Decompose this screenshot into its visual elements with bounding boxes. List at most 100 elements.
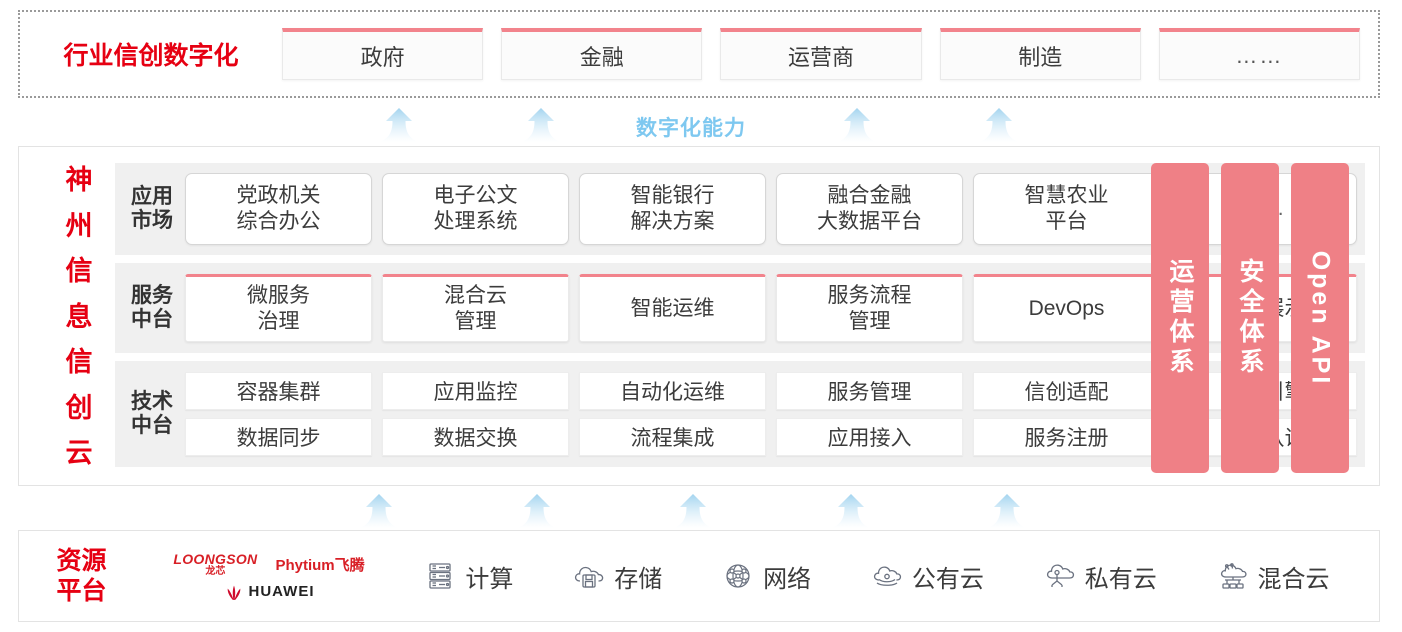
app-box-edoc-system[interactable]: 电子公文 处理系统 xyxy=(382,173,569,245)
tech-box-container-cluster[interactable]: 容器集群 xyxy=(185,372,372,410)
industry-box-more[interactable]: …… xyxy=(1158,28,1361,80)
svc-box-line2: 治理 xyxy=(257,310,300,333)
svc-box-line1: 智能运维 xyxy=(630,297,715,321)
cloud-title-char: 信 xyxy=(65,347,93,377)
huawei-flower-icon xyxy=(224,584,244,600)
vendor-logo-row-1: LOONGSON 龙芯 Phytium飞腾 xyxy=(173,552,364,577)
up-arrow-icon xyxy=(516,494,558,528)
app-box-line2: 处理系统 xyxy=(433,210,518,233)
resource-item-label: 存储 xyxy=(614,565,663,593)
industry-box-list: 政府 金融 运营商 制造 …… xyxy=(282,28,1378,80)
industry-box-manufacturing[interactable]: 制造 xyxy=(939,28,1141,80)
cloud-title-char: 信 xyxy=(65,256,93,286)
industry-band-title: 行业信创数字化 xyxy=(63,42,239,70)
resource-item-compute[interactable]: 计算 xyxy=(423,559,513,594)
loongson-logo: LOONGSON 龙芯 xyxy=(173,552,257,577)
svc-box-intelligent-ops[interactable]: 智能运维 xyxy=(579,274,766,342)
industry-box-operator[interactable]: 运营商 xyxy=(720,28,922,80)
pillar-security-system[interactable]: 安全体系 xyxy=(1221,163,1279,473)
tech-box-service-registration[interactable]: 服务注册 xyxy=(973,418,1160,456)
resource-item-list: 计算 存储 xyxy=(394,559,1379,594)
app-box-line2: 解决方案 xyxy=(630,210,715,233)
resource-item-storage[interactable]: 存储 xyxy=(572,559,662,594)
up-arrow-icon xyxy=(358,494,400,528)
cloud-title-char: 云 xyxy=(65,438,93,468)
server-icon xyxy=(423,559,457,593)
app-box-government-office[interactable]: 党政机关 综合办公 xyxy=(185,173,372,245)
pillar-label: 运营体系 xyxy=(1166,258,1194,378)
vendor-logo-row-2: HUAWEI xyxy=(224,583,315,600)
huawei-logo-text: HUAWEI xyxy=(248,583,315,600)
industry-box-finance[interactable]: 金融 xyxy=(501,28,703,80)
row-label-technical-platform: 技术 中台 xyxy=(121,390,183,438)
resource-item-network[interactable]: 网络 xyxy=(721,559,811,594)
cloud-platform-title: 神 州 信 息 信 创 云 xyxy=(53,167,105,467)
resource-title-line1: 资源 xyxy=(56,547,107,575)
resource-item-public-cloud[interactable]: 公有云 xyxy=(870,559,984,594)
resource-title-line2: 平台 xyxy=(56,577,107,605)
resource-item-label: 私有云 xyxy=(1084,565,1157,593)
resource-item-label: 计算 xyxy=(465,565,514,593)
svc-box-line1: DevOps xyxy=(1028,297,1105,321)
resource-item-label: 公有云 xyxy=(911,565,984,593)
tech-box-xinchuang-adaptation[interactable]: 信创适配 xyxy=(973,372,1160,410)
cloud-title-char: 神 xyxy=(65,165,93,195)
row-label-line2: 中台 xyxy=(131,414,173,437)
resource-platform-band: 资源 平台 LOONGSON 龙芯 Phytium飞腾 xyxy=(18,530,1380,622)
svc-box-line1: 混合云 xyxy=(444,284,507,308)
vendor-logo-group: LOONGSON 龙芯 Phytium飞腾 HUAWEI xyxy=(144,552,394,600)
resource-item-label: 网络 xyxy=(763,565,812,593)
up-arrow-icon xyxy=(978,108,1020,142)
side-pillars: 运营体系 安全体系 Open API xyxy=(1151,163,1349,473)
resource-item-label: 混合云 xyxy=(1257,565,1330,593)
app-box-finance-bigdata[interactable]: 融合金融 大数据平台 xyxy=(776,173,963,245)
row-label-line1: 服务 xyxy=(131,283,173,307)
loongson-logo-cn: 龙芯 xyxy=(205,566,226,577)
huawei-logo: HUAWEI xyxy=(224,583,315,600)
svc-box-microservice-governance[interactable]: 微服务 治理 xyxy=(185,274,372,342)
pillar-label: Open API xyxy=(1306,250,1335,386)
app-box-line1: 智慧农业 xyxy=(1024,184,1109,208)
app-box-line1: 融合金融 xyxy=(827,184,912,208)
loongson-logo-en: LOONGSON xyxy=(173,551,258,567)
svc-box-line2: 管理 xyxy=(848,310,891,333)
public-cloud-icon xyxy=(870,559,904,593)
capability-label: 数字化能力 xyxy=(636,117,746,140)
resource-item-private-cloud[interactable]: 私有云 xyxy=(1043,559,1157,594)
tech-box-service-management[interactable]: 服务管理 xyxy=(776,372,963,410)
private-cloud-icon xyxy=(1043,559,1077,593)
industry-box-government[interactable]: 政府 xyxy=(282,28,484,80)
cloud-title-char: 息 xyxy=(65,301,93,332)
svc-box-hybrid-cloud-management[interactable]: 混合云 管理 xyxy=(382,274,569,342)
resource-item-hybrid-cloud[interactable]: 混合云 xyxy=(1216,559,1330,594)
up-arrow-icon xyxy=(986,494,1028,528)
tech-box-data-sync[interactable]: 数据同步 xyxy=(185,418,372,456)
tech-box-process-integration[interactable]: 流程集成 xyxy=(579,418,766,456)
svc-box-service-process-management[interactable]: 服务流程 管理 xyxy=(776,274,963,342)
svc-box-line2: 管理 xyxy=(454,310,497,333)
svc-box-devops[interactable]: DevOps xyxy=(973,274,1160,342)
row-label-line2: 中台 xyxy=(131,308,173,331)
app-box-line2: 平台 xyxy=(1045,210,1088,233)
row-label-line2: 市场 xyxy=(131,209,173,232)
up-arrow-icon xyxy=(836,108,878,142)
pillar-open-api[interactable]: Open API xyxy=(1291,163,1349,473)
tech-box-application-access[interactable]: 应用接入 xyxy=(776,418,963,456)
row-label-service-platform: 服务 中台 xyxy=(121,284,183,332)
pillar-operations-system[interactable]: 运营体系 xyxy=(1151,163,1209,473)
app-box-smart-bank[interactable]: 智能银行 解决方案 xyxy=(579,173,766,245)
app-box-smart-agriculture[interactable]: 智慧农业 平台 xyxy=(973,173,1160,245)
up-arrow-icon xyxy=(520,108,562,142)
app-box-line2: 综合办公 xyxy=(236,210,321,233)
cloud-title-char: 创 xyxy=(65,392,93,423)
network-mesh-icon xyxy=(721,559,755,593)
tech-box-data-exchange[interactable]: 数据交换 xyxy=(382,418,569,456)
hybrid-cloud-icon xyxy=(1216,559,1250,593)
tech-box-application-monitoring[interactable]: 应用监控 xyxy=(382,372,569,410)
phytium-logo: Phytium飞腾 xyxy=(275,557,365,574)
tech-box-automated-ops[interactable]: 自动化运维 xyxy=(579,372,766,410)
industry-band: 行业信创数字化 政府 金融 运营商 制造 …… xyxy=(18,10,1380,98)
app-box-line2: 大数据平台 xyxy=(817,210,922,233)
up-arrow-icon xyxy=(830,494,872,528)
